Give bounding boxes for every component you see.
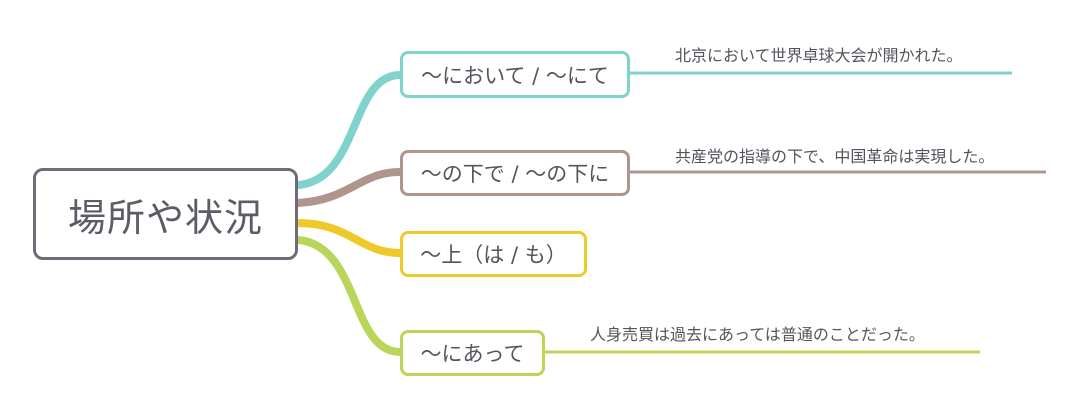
branch-node-1[interactable]: ～において / ～にて <box>400 51 630 98</box>
branch-node-2[interactable]: ～の下で / ～の下に <box>400 150 630 196</box>
connector-branch-1 <box>294 71 404 189</box>
root-topic-label: 場所や状況 <box>67 195 263 240</box>
root-topic-node[interactable]: 場所や状況 <box>33 168 298 260</box>
connector-branch-2 <box>294 168 404 207</box>
branch-label-4: ～にあって <box>420 342 525 366</box>
branch-label-2: ～の下で / ～の下に <box>420 162 610 186</box>
example-text-4: 人身売買は過去にあっては普通のことだった。 <box>590 325 925 344</box>
example-sentence-2: 共産党の指導の下で、中国革命は実現した。 <box>675 143 994 167</box>
branch-node-4[interactable]: ～にあって <box>400 330 545 376</box>
connector-branch-4 <box>294 236 404 356</box>
example-text-1: 北京において世界卓球大会が開かれた。 <box>675 46 963 65</box>
example-sentence-4: 人身売買は過去にあっては普通のことだった。 <box>590 321 925 345</box>
branch-label-3: ～上（は / も） <box>420 243 567 267</box>
example-text-2: 共産党の指導の下で、中国革命は実現した。 <box>675 147 995 166</box>
branch-label-1: ～において / ～にて <box>421 63 609 88</box>
branch-node-3[interactable]: ～上（は / も） <box>400 231 587 277</box>
example-sentence-1: 北京において世界卓球大会が開かれた。 <box>675 42 963 66</box>
connector-branch-3 <box>294 219 404 257</box>
